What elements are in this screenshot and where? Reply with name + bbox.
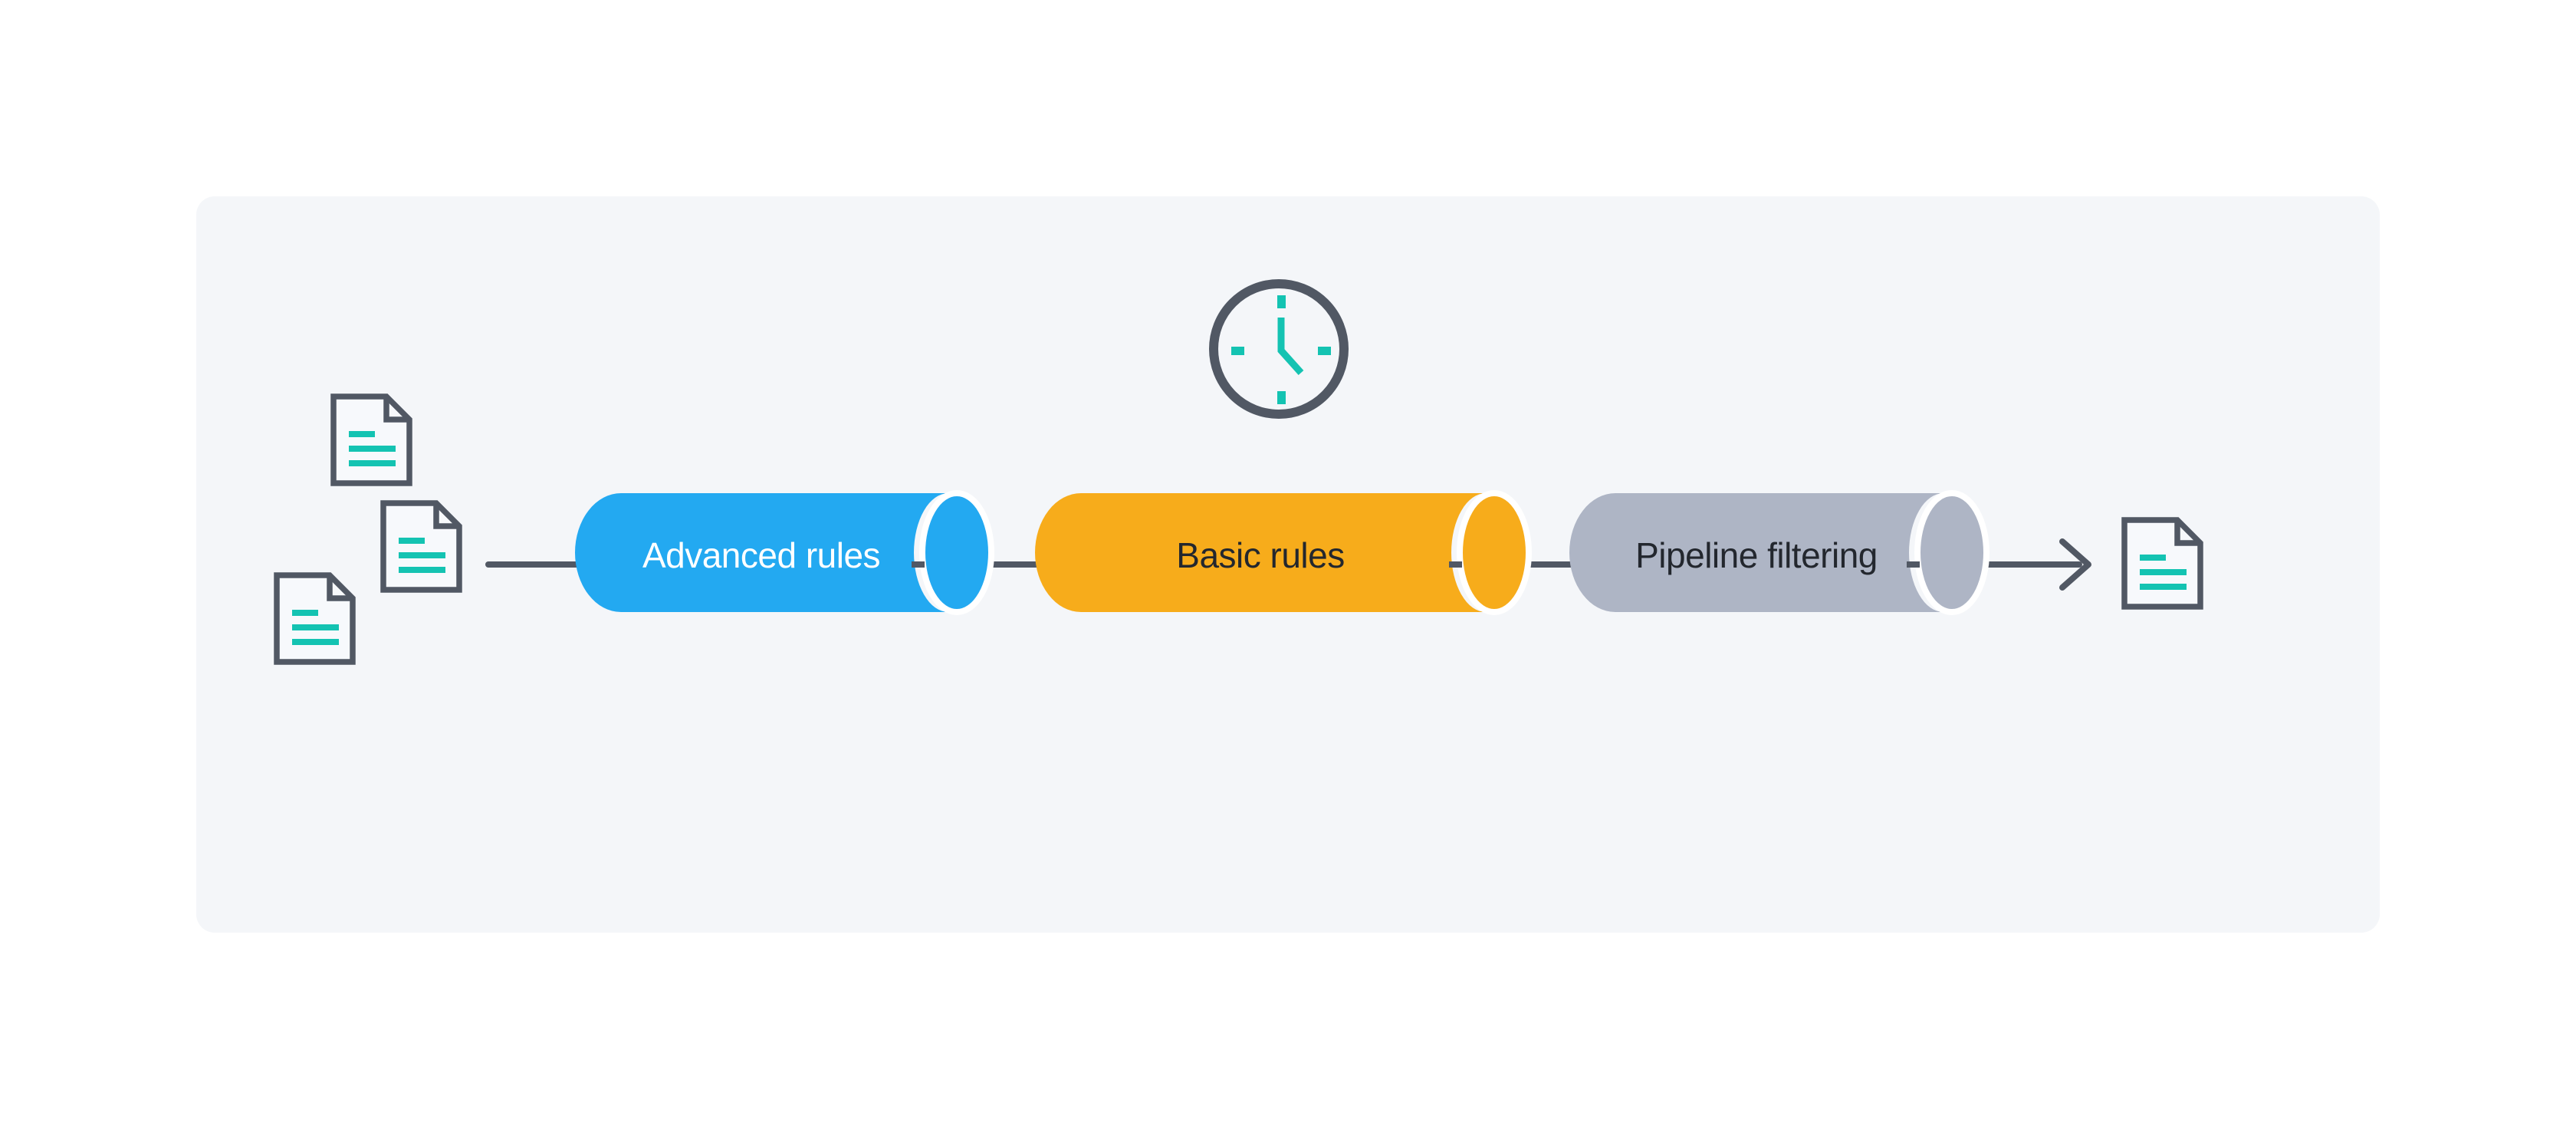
document-fold-corner <box>383 397 409 423</box>
document-outline <box>2121 517 2203 610</box>
cylinder-body <box>575 493 948 612</box>
clock-tick-9 <box>1231 347 1244 355</box>
stage-label: Advanced rules <box>642 535 880 575</box>
document-fold-corner <box>327 575 353 601</box>
pipeline-card: Advanced rules Basic rules Pipeline filt… <box>196 196 2380 933</box>
input-document-icon-2 <box>380 500 462 593</box>
stage-label: Basic rules <box>1176 535 1344 575</box>
input-document-icon-3 <box>274 572 356 665</box>
clock-face <box>1209 279 1349 419</box>
clock-tick-6 <box>1277 391 1286 404</box>
cylinder-cap <box>919 490 994 615</box>
cylinder-cap <box>1457 490 1532 615</box>
cylinder-body <box>1569 493 1944 612</box>
arrow-right-icon <box>2059 538 2091 591</box>
stage-cylinder-pipeline-filtering: Pipeline filtering <box>1569 490 1990 615</box>
stage-cylinder-basic-rules: Basic rules <box>1035 490 1532 615</box>
clock-tick-3 <box>1318 347 1331 355</box>
cylinder-cap <box>1914 490 1990 615</box>
document-fold-corner <box>433 503 459 529</box>
stage-cylinder-advanced-rules: Advanced rules <box>575 490 994 615</box>
output-document-icon <box>2121 517 2203 610</box>
input-document-icon-1 <box>330 393 412 486</box>
cylinder-body <box>1035 493 1486 612</box>
stage-label: Pipeline filtering <box>1635 535 1878 575</box>
clock-icon <box>1209 279 1349 419</box>
clock-tick-12 <box>1277 295 1286 308</box>
flow-line-gap-stubs <box>912 561 1920 568</box>
clock-hands <box>1277 318 1304 376</box>
document-fold-corner <box>2174 520 2200 546</box>
